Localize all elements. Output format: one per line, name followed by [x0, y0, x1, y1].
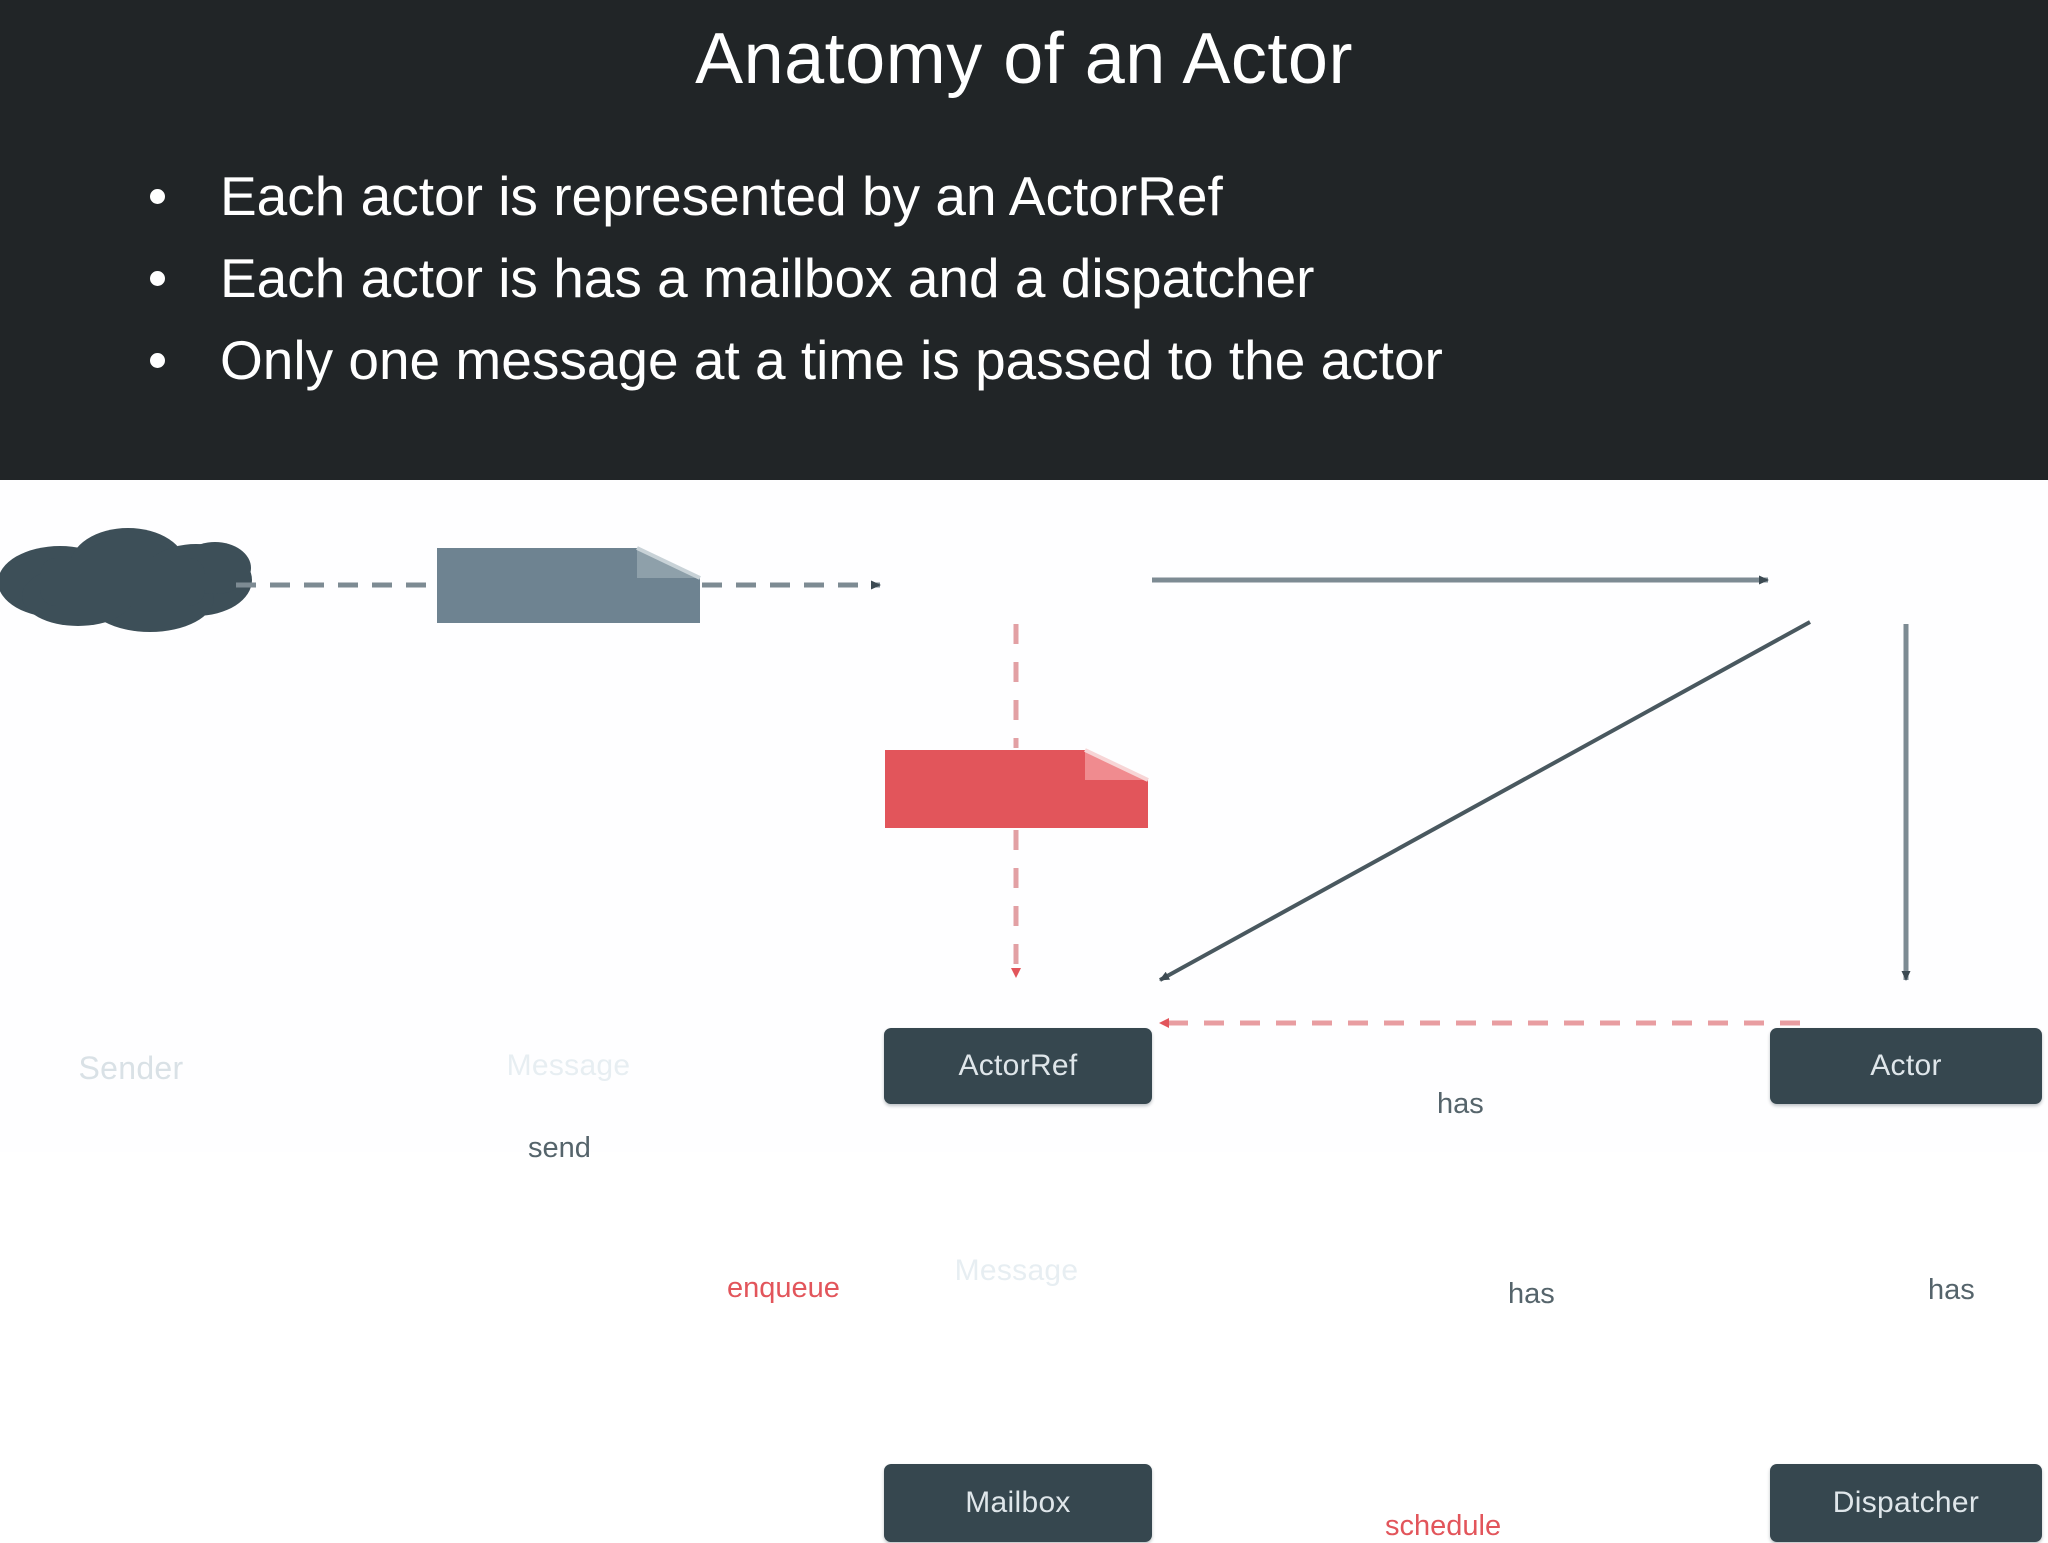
node-actor-label: Actor: [1870, 1049, 1942, 1082]
edge-label-has-actorref-actor: has: [1437, 1088, 1484, 1120]
diagram-canvas: [0, 528, 1911, 1028]
edge-label-has-actor-dispatcher: has: [1928, 1274, 1975, 1306]
edge-label-has-actor-mailbox: has: [1508, 1278, 1555, 1310]
list-item: Only one message at a time is passed to …: [150, 319, 1443, 401]
list-item-label: Each actor is has a mailbox and a dispat…: [220, 247, 1315, 309]
node-actorref-label: ActorRef: [958, 1049, 1078, 1082]
edge-label-send: send: [528, 1132, 591, 1164]
edge-label-schedule: schedule: [1385, 1510, 1502, 1542]
list-item: Each actor is represented by an ActorRef: [150, 155, 1443, 237]
list-item-label: Only one message at a time is passed to …: [220, 329, 1443, 391]
node-actor[interactable]: Actor: [1770, 1028, 2042, 1104]
node-actorref[interactable]: ActorRef: [884, 1028, 1152, 1104]
node-mailbox[interactable]: Mailbox: [884, 1464, 1152, 1542]
node-message-enqueue[interactable]: Message: [885, 1232, 1148, 1310]
node-dispatcher[interactable]: Dispatcher: [1770, 1464, 2042, 1542]
node-message-send-label: Message: [506, 1048, 631, 1082]
list-item: Each actor is has a mailbox and a dispat…: [150, 237, 1443, 319]
edge-label-enqueue: enqueue: [727, 1272, 840, 1304]
node-message-enqueue-label: Message: [954, 1254, 1079, 1287]
node-sender[interactable]: Sender: [26, 1036, 236, 1100]
node-mailbox-label: Mailbox: [965, 1486, 1071, 1519]
node-message-send[interactable]: Message: [437, 1028, 700, 1103]
message-enqueue-doc-shape: [885, 748, 1149, 828]
bullet-dot-icon: [150, 271, 165, 286]
node-sender-label: Sender: [78, 1049, 184, 1086]
actor-anatomy-diagram: Sender Message ActorRef Actor Message Ma…: [0, 480, 2048, 1542]
node-dispatcher-label: Dispatcher: [1832, 1486, 1980, 1519]
bullet-dot-icon: [150, 353, 165, 368]
page-title: Anatomy of an Actor: [695, 19, 1353, 99]
bullet-list: Each actor is represented by an ActorRef…: [150, 155, 1443, 401]
list-item-label: Each actor is represented by an ActorRef: [220, 165, 1223, 227]
bullet-dot-icon: [150, 189, 165, 204]
slide-header: Anatomy of an Actor Each actor is repres…: [0, 0, 2048, 480]
sender-cloud-shape: [0, 528, 252, 632]
message-send-doc-shape: [437, 546, 701, 623]
edge-actor-to-mailbox: [1159, 620, 1811, 982]
